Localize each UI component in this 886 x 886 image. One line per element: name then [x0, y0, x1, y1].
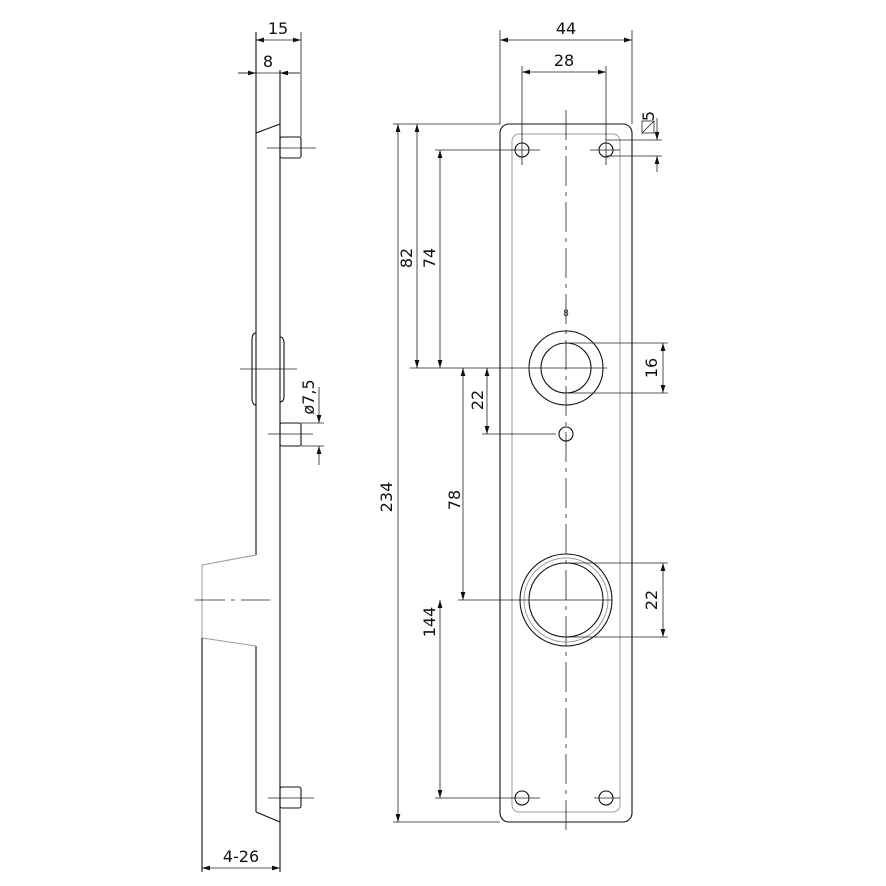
dim-15: 15: [268, 19, 288, 38]
dim-22-handle: 22: [468, 390, 487, 410]
pin-middle: [279, 422, 302, 447]
pin-top: [279, 136, 302, 159]
front-view: 8 44 28 5 16 22 234 82 74 22 78 144: [377, 19, 668, 835]
screw-holes: [510, 66, 620, 806]
dim-44: 44: [556, 19, 576, 38]
dim-4-26: 4-26: [223, 847, 259, 866]
dim-8: 8: [263, 52, 273, 71]
side-view: 15 8 ø7,5 4-26: [195, 19, 324, 872]
handle-rose: [500, 330, 607, 406]
dim-78: 78: [445, 490, 464, 510]
square-symbol-icon: [641, 120, 655, 134]
pin-bottom: [279, 786, 302, 809]
rose-bump-right: [279, 336, 285, 403]
dim-22-cylinder: 22: [642, 590, 661, 610]
spindle-mark: 8: [563, 309, 569, 319]
dim-82: 82: [397, 248, 416, 268]
dim-144: 144: [420, 607, 439, 638]
dim-pin-diameter: ø7,5: [299, 379, 318, 414]
dim-28: 28: [554, 51, 574, 70]
dim-square-5: 5: [639, 111, 658, 121]
dim-74: 74: [420, 248, 439, 268]
dim-16: 16: [642, 358, 661, 378]
dim-234: 234: [377, 482, 396, 513]
cylinder-taper: [201, 554, 257, 647]
